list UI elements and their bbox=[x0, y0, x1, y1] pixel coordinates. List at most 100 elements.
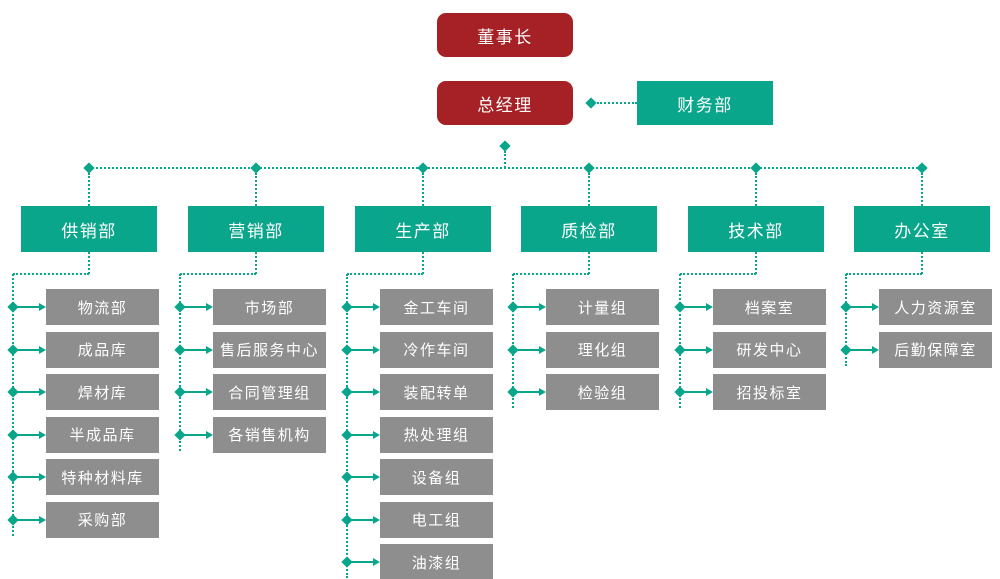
arrow-icon bbox=[17, 433, 40, 436]
connector-branch-drop bbox=[88, 173, 90, 206]
sub-department-node: 金工车间 bbox=[380, 289, 493, 325]
connector-elbow bbox=[180, 273, 256, 275]
department-node: 供销部 bbox=[21, 206, 157, 252]
connector-branch-drop bbox=[422, 173, 424, 206]
connector-branch-drop bbox=[921, 173, 923, 206]
arrow-icon bbox=[872, 345, 879, 354]
arrow-icon bbox=[351, 476, 374, 478]
arrow-icon bbox=[351, 306, 374, 308]
arrow-icon bbox=[206, 388, 213, 396]
sub-department-node: 油漆组 bbox=[380, 544, 493, 579]
diamond-marker-icon bbox=[83, 162, 95, 174]
arrow-icon bbox=[351, 561, 374, 563]
arrow-icon bbox=[351, 391, 374, 393]
connector-elbow bbox=[680, 273, 756, 275]
arrow-icon bbox=[17, 476, 40, 478]
connector-spine bbox=[179, 274, 181, 451]
connector-spine bbox=[845, 274, 847, 366]
arrow-icon bbox=[184, 391, 207, 393]
arrow-icon bbox=[850, 348, 873, 351]
sub-department-node: 半成品库 bbox=[46, 416, 159, 453]
arrow-icon bbox=[17, 518, 40, 521]
arrow-icon bbox=[39, 473, 46, 481]
diamond-marker-icon bbox=[499, 140, 511, 152]
diamond-marker-icon bbox=[750, 162, 762, 174]
arrow-icon bbox=[517, 348, 540, 351]
department-node: 营销部 bbox=[188, 206, 324, 252]
connector-elbow bbox=[347, 273, 423, 275]
arrow-icon bbox=[39, 303, 46, 311]
arrow-icon bbox=[684, 348, 707, 351]
arrow-icon bbox=[184, 306, 207, 308]
arrow-icon bbox=[706, 345, 713, 354]
connector-gm-down bbox=[504, 151, 506, 168]
node-finance-dept: 财务部 bbox=[637, 81, 773, 125]
sub-department-node: 后勤保障室 bbox=[879, 331, 992, 368]
connector-gm-finance bbox=[597, 102, 637, 104]
arrow-icon bbox=[39, 345, 46, 354]
sub-department-node: 计量组 bbox=[546, 289, 659, 325]
sub-department-node: 热处理组 bbox=[380, 416, 493, 453]
sub-department-node: 成品库 bbox=[46, 331, 159, 368]
diamond-marker-icon bbox=[585, 97, 597, 109]
arrow-icon bbox=[206, 345, 213, 354]
sub-department-node: 合同管理组 bbox=[213, 374, 326, 410]
connector-dept-stub bbox=[755, 252, 757, 274]
sub-department-node: 特种材料库 bbox=[46, 459, 159, 495]
department-node: 质检部 bbox=[521, 206, 657, 252]
arrow-icon bbox=[17, 391, 40, 393]
sub-department-node: 采购部 bbox=[46, 501, 159, 538]
arrow-icon bbox=[373, 473, 380, 481]
node-chairman: 董事长 bbox=[437, 13, 573, 57]
sub-department-node: 检验组 bbox=[546, 374, 659, 410]
connector-elbow bbox=[13, 273, 89, 275]
sub-department-node: 电工组 bbox=[380, 501, 493, 538]
arrow-icon bbox=[351, 518, 374, 521]
connector-spine bbox=[512, 274, 514, 408]
arrow-icon bbox=[17, 348, 40, 351]
sub-department-node: 售后服务中心 bbox=[213, 331, 326, 368]
diamond-marker-icon bbox=[583, 162, 595, 174]
connector-dept-stub bbox=[88, 252, 90, 274]
arrow-icon bbox=[872, 303, 879, 311]
sub-department-node: 研发中心 bbox=[713, 331, 826, 368]
connector-elbow bbox=[846, 273, 922, 275]
arrow-icon bbox=[373, 430, 380, 439]
connector-elbow bbox=[513, 273, 589, 275]
diamond-marker-icon bbox=[916, 162, 928, 174]
connector-dept-stub bbox=[921, 252, 923, 274]
arrow-icon bbox=[206, 430, 213, 439]
connector-dept-stub bbox=[588, 252, 590, 274]
arrow-icon bbox=[684, 391, 707, 393]
sub-department-node: 焊材库 bbox=[46, 374, 159, 410]
arrow-icon bbox=[373, 303, 380, 311]
arrow-icon bbox=[706, 303, 713, 311]
sub-department-node: 理化组 bbox=[546, 331, 659, 368]
connector-dept-stub bbox=[255, 252, 257, 274]
arrow-icon bbox=[184, 433, 207, 436]
connector-spine bbox=[12, 274, 14, 536]
connector-main-horizontal bbox=[89, 167, 922, 169]
department-node: 技术部 bbox=[688, 206, 824, 252]
arrow-icon bbox=[373, 558, 380, 566]
arrow-icon bbox=[539, 303, 546, 311]
connector-spine bbox=[346, 274, 348, 578]
arrow-icon bbox=[351, 433, 374, 436]
diamond-marker-icon bbox=[417, 162, 429, 174]
node-general-manager: 总经理 bbox=[437, 81, 573, 125]
sub-department-node: 档案室 bbox=[713, 289, 826, 325]
arrow-icon bbox=[539, 388, 546, 396]
sub-department-node: 物流部 bbox=[46, 289, 159, 325]
sub-department-node: 人力资源室 bbox=[879, 289, 992, 325]
arrow-icon bbox=[539, 345, 546, 354]
department-node: 生产部 bbox=[355, 206, 491, 252]
arrow-icon bbox=[39, 515, 46, 524]
arrow-icon bbox=[39, 388, 46, 396]
arrow-icon bbox=[373, 345, 380, 354]
arrow-icon bbox=[17, 306, 40, 308]
arrow-icon bbox=[373, 515, 380, 524]
connector-branch-drop bbox=[588, 173, 590, 206]
arrow-icon bbox=[850, 306, 873, 308]
connector-dept-stub bbox=[422, 252, 424, 274]
sub-department-node: 各销售机构 bbox=[213, 416, 326, 453]
